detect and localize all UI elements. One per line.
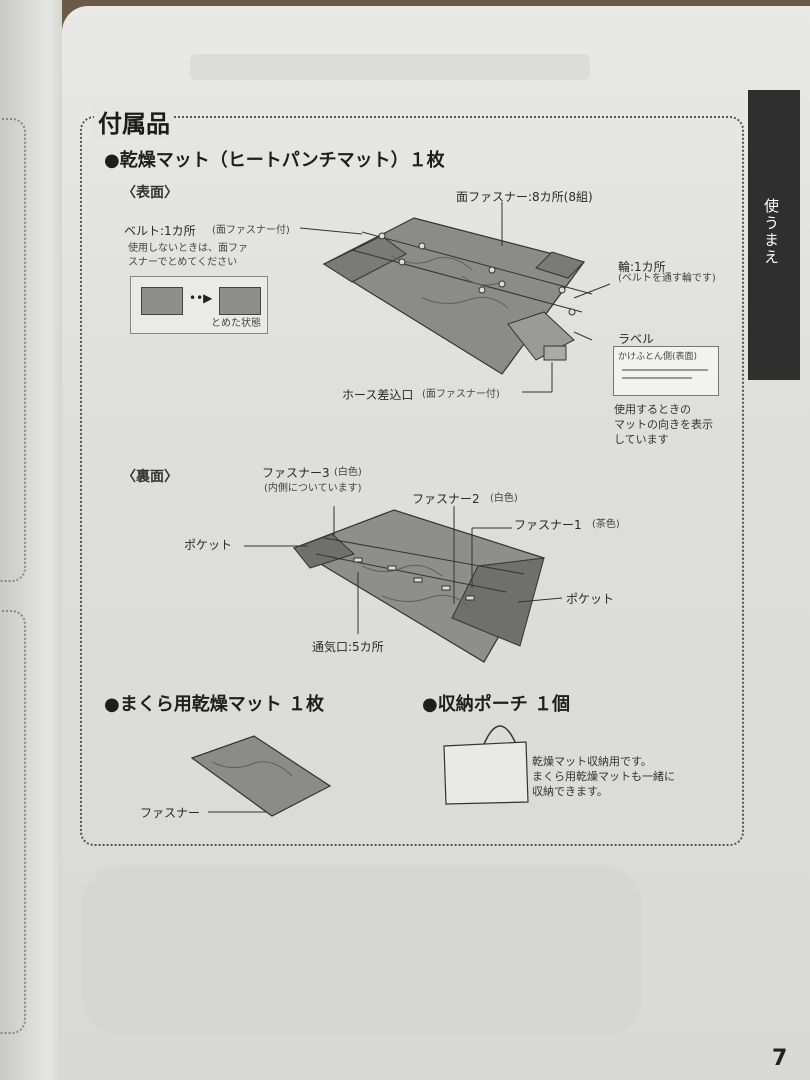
belt-callout: ベルト:1カ所 — [124, 224, 196, 238]
label-card-line — [622, 369, 708, 371]
belt-fastened-caption: とめた状態 — [211, 318, 261, 329]
zip2-color: (白色) — [490, 493, 518, 504]
pocket-right-callout: ポケット — [566, 592, 615, 606]
front-view-label: 〈表面〉 — [122, 185, 178, 201]
label-note: しています — [614, 433, 669, 446]
pillow-zip-callout: ファスナー — [140, 806, 201, 820]
show-through-decoration — [190, 54, 590, 80]
ring-callout: 輪:1カ所 — [618, 260, 666, 274]
accessories-box — [80, 116, 744, 846]
pouch-description: 乾燥マット収納用です。 — [532, 755, 652, 768]
left-page-edge — [0, 0, 62, 1080]
side-tab[interactable]: 使うまえ — [748, 90, 800, 380]
label-note: マットの向きを表示 — [614, 418, 713, 431]
left-page-frame — [0, 118, 26, 582]
label-callout: ラベル — [618, 332, 655, 346]
page-number: 7 — [772, 1046, 788, 1071]
hose-callout-sub: (面ファスナー付) — [422, 389, 500, 400]
front-mat-illustration — [322, 217, 593, 375]
pouch-description: 収納できます。 — [532, 785, 608, 798]
zip3-sub: (内側についています) — [264, 483, 362, 494]
vent-callout: 通気口:5カ所 — [312, 640, 384, 654]
label-card-line — [622, 377, 692, 379]
pouch-illustration — [443, 725, 529, 805]
section-title: 付属品 — [94, 104, 174, 139]
zip2-callout: ファスナー2 — [412, 492, 480, 506]
manual-page: 使うまえ 付属品 ●乾燥マット（ヒートパンチマット）１枚 〈表面〉 — [62, 6, 810, 1080]
belt-closed-icon — [219, 287, 261, 315]
zip3-color: (白色) — [334, 467, 362, 478]
label-card-illustration: かけふとん側(表面) — [613, 346, 719, 396]
label-card-title: かけふとん側(表面) — [618, 352, 698, 362]
back-mat-illustration — [292, 509, 545, 663]
belt-note: スナーでとめてください — [128, 257, 238, 268]
zip3-callout: ファスナー3 — [262, 466, 330, 480]
arrow-right-icon: ••▶ — [189, 291, 213, 305]
belt-callout-sub: (面ファスナー付) — [212, 225, 290, 236]
left-page-frame — [0, 610, 26, 1034]
pouch-heading: ●収納ポーチ １個 — [422, 694, 570, 715]
pocket-left-callout: ポケット — [184, 538, 233, 552]
pillow-heading: ●まくら用乾燥マット １枚 — [104, 694, 324, 715]
belt-open-icon — [141, 287, 183, 315]
velcro-callout: 面ファスナー:8カ所(8組) — [456, 190, 593, 204]
zip1-color: (茶色) — [592, 519, 620, 530]
belt-note: 使用しないときは、面ファ — [128, 243, 248, 254]
pouch-description: まくら用乾燥マットも一緒に — [532, 770, 675, 783]
back-view-label: 〈裏面〉 — [122, 469, 178, 485]
mat-heading: ●乾燥マット（ヒートパンチマット）１枚 — [104, 150, 445, 171]
show-through-decoration — [82, 866, 642, 1036]
hose-callout: ホース差込口 — [342, 388, 414, 402]
belt-fastening-illustration: ••▶ とめた状態 — [130, 276, 268, 334]
pillow-mat-illustration — [190, 735, 332, 817]
ring-callout-sub: (ベルトを通す輪です) — [618, 273, 716, 284]
label-note: 使用するときの — [614, 403, 691, 416]
zip1-callout: ファスナー1 — [514, 518, 582, 532]
mat-illustrations — [190, 202, 611, 817]
side-tab-label: 使うまえ — [762, 198, 780, 266]
